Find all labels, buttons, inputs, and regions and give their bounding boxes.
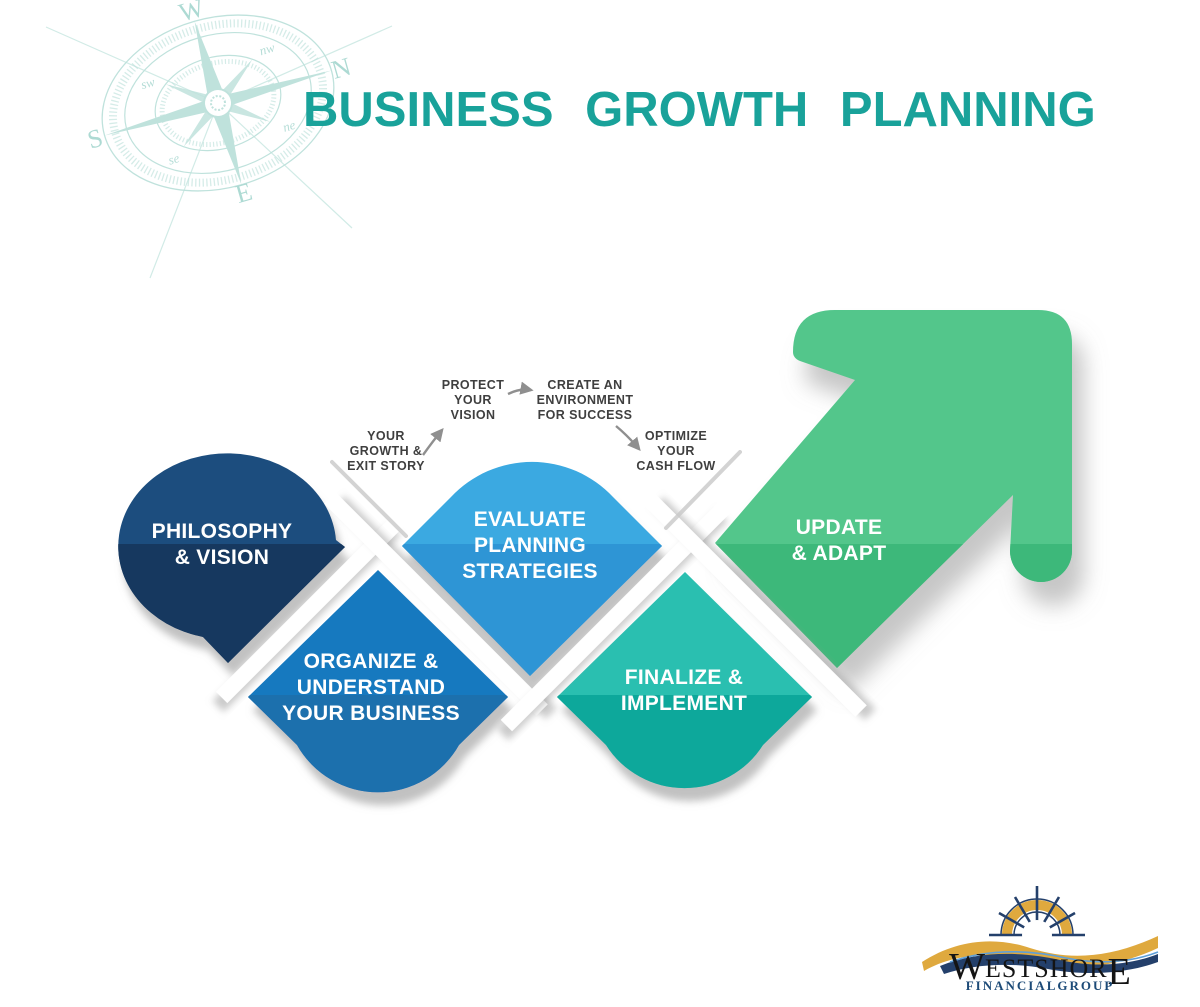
logo-company-name: WESTSHORE	[920, 946, 1160, 991]
note-line: PROTECT	[441, 378, 505, 392]
step-label-update: UPDATE & ADAPT	[792, 515, 887, 567]
step-label-evaluate: EVALUATE PLANNING STRATEGIES	[462, 507, 598, 585]
note-line: ENVIRONMENT	[536, 393, 634, 407]
step-label-line: IMPLEMENT	[620, 692, 748, 715]
shape-update-adapt-arrow	[715, 310, 1072, 668]
westshore-logo: WESTSHORE FINANCIALGROUP	[920, 878, 1160, 1004]
step-label-line: EVALUATE	[473, 508, 587, 531]
logo-navy-wave	[940, 953, 1158, 974]
step-label-line: ORGANIZE &	[303, 650, 439, 673]
note-line: YOUR	[454, 393, 492, 407]
separator-ribbons	[215, 492, 867, 732]
logo-compass-spokes	[989, 886, 1085, 937]
compass-letter-w: W	[176, 0, 208, 28]
note-optimize-cash-flow: OPTIMIZE YOUR CASH FLOW	[636, 429, 715, 474]
arrow-down-right-icon	[615, 425, 641, 452]
step-label-line: UPDATE	[795, 516, 883, 539]
seam-streaks	[330, 450, 742, 538]
logo-company-final: E	[1107, 951, 1131, 993]
page-title: BUSINESS GROWTH PLANNING	[303, 83, 1096, 137]
note-line: FOR SUCCESS	[537, 408, 633, 422]
step-label-line: UNDERSTAND	[296, 676, 446, 699]
shape-evaluate-strategies	[402, 461, 662, 676]
shape-finalize-implement	[557, 572, 812, 789]
note-line: OPTIMIZE	[644, 429, 708, 443]
note-line: CASH FLOW	[636, 459, 716, 473]
step-label-line: & ADAPT	[791, 542, 887, 565]
step-label-line: PLANNING	[473, 534, 587, 557]
logo-company-initial: W	[949, 946, 986, 988]
compass-label-sw: sw	[139, 74, 157, 92]
note-line: YOUR	[367, 429, 405, 443]
step-label-organize: ORGANIZE & UNDERSTAND YOUR BUSINESS	[282, 649, 460, 727]
compass-label-se: se	[166, 150, 181, 167]
annotation-flow-arrows	[422, 381, 641, 456]
note-line: YOUR	[657, 444, 695, 458]
compass-label-nw: nw	[258, 40, 277, 59]
note-line: CREATE AN	[547, 378, 623, 392]
arrow-right-icon	[507, 381, 534, 396]
note-create-environment: CREATE AN ENVIRONMENT FOR SUCCESS	[537, 378, 634, 423]
note-line: VISION	[450, 408, 496, 422]
logo-sunburst-icon	[922, 886, 1159, 974]
arrow-up-right-icon	[422, 427, 444, 456]
step-label-philosophy: PHILOSOPHY & VISION	[152, 519, 293, 571]
note-your-growth-exit-story: YOUR GROWTH & EXIT STORY	[347, 429, 425, 474]
logo-division-name: FINANCIALGROUP	[965, 978, 1115, 993]
compass-letter-n: N	[328, 52, 354, 85]
note-line: EXIT STORY	[347, 459, 425, 473]
step-label-line: & VISION	[174, 546, 270, 569]
note-line: GROWTH &	[349, 444, 423, 458]
compass-letter-e: E	[232, 177, 255, 209]
compass-label-ne: ne	[281, 117, 297, 135]
note-protect-your-vision: PROTECT YOUR VISION	[442, 378, 505, 423]
step-label-line: PHILOSOPHY	[151, 520, 293, 543]
compass-icon: W S N E nw ne sw se	[45, 0, 393, 279]
step-label-line: STRATEGIES	[462, 560, 598, 583]
shape-philosophy-vision	[118, 453, 345, 663]
step-label-line: YOUR BUSINESS	[282, 702, 460, 725]
shape-organize-understand	[248, 570, 508, 793]
step-label-finalize: FINALIZE & IMPLEMENT	[621, 665, 747, 717]
step-label-line: FINALIZE &	[624, 666, 744, 689]
logo-company-middle: ESTSHOR	[985, 954, 1108, 983]
